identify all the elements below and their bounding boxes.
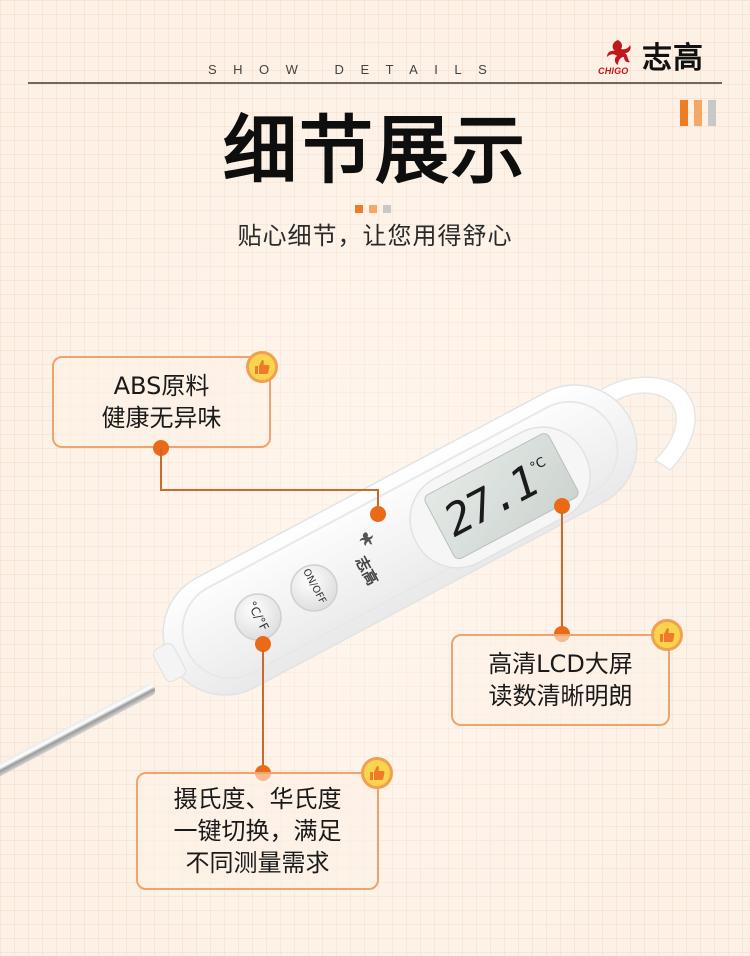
chigo-logo-icon xyxy=(607,40,631,65)
callout-text: 健康无异味 xyxy=(101,404,222,432)
title-dot xyxy=(383,205,391,213)
thumbs-up-icon xyxy=(361,757,393,789)
connector-dot xyxy=(255,636,271,652)
callout-unit-switch: 摄氏度、华氏度 一键切换，满足 不同测量需求 xyxy=(136,772,379,890)
callout-lcd: 高清LCD大屏 读数清晰明朗 xyxy=(451,634,670,726)
leader-line xyxy=(262,650,264,768)
title-dot xyxy=(369,205,377,213)
callout-text: 摄氏度、华氏度 xyxy=(173,785,342,813)
deco-bar xyxy=(680,100,688,126)
thumbs-up-icon xyxy=(651,619,683,651)
callout-text: ABS原料 xyxy=(113,372,210,400)
callout-material: ABS原料 健康无异味 xyxy=(52,356,271,448)
leader-line xyxy=(561,512,563,632)
decorative-bars xyxy=(680,100,720,126)
callout-text: 高清LCD大屏 xyxy=(488,650,633,678)
deco-bar xyxy=(708,100,716,126)
thermometer-illustration xyxy=(0,376,696,780)
leader-line xyxy=(160,448,162,490)
leader-line xyxy=(377,489,379,509)
power-button xyxy=(290,564,338,612)
callout-text: 不同测量需求 xyxy=(185,849,330,877)
thumbs-up-icon xyxy=(246,351,278,383)
brand-name-cn: 志高 xyxy=(642,41,704,76)
connector-dot xyxy=(370,506,386,522)
connector-dot xyxy=(554,498,570,514)
page-title: 细节展示 xyxy=(223,108,527,194)
title-dots xyxy=(355,205,395,213)
callout-text: 一键切换，满足 xyxy=(173,817,342,845)
brand-logo: CHIGO 志高 xyxy=(598,38,728,80)
section-tagline: SHOW DETAILS xyxy=(208,62,504,77)
header-divider xyxy=(28,82,722,84)
callout-text: 读数清晰明朗 xyxy=(488,682,633,710)
body-logo-icon xyxy=(359,532,373,546)
title-dot xyxy=(355,205,363,213)
probe xyxy=(0,684,156,780)
deco-bar xyxy=(694,100,702,126)
leader-line xyxy=(160,489,378,491)
lcd-display xyxy=(409,426,591,569)
brand-name-en: CHIGO xyxy=(598,66,629,76)
page-subtitle: 贴心细节，让您用得舒心 xyxy=(237,222,513,250)
